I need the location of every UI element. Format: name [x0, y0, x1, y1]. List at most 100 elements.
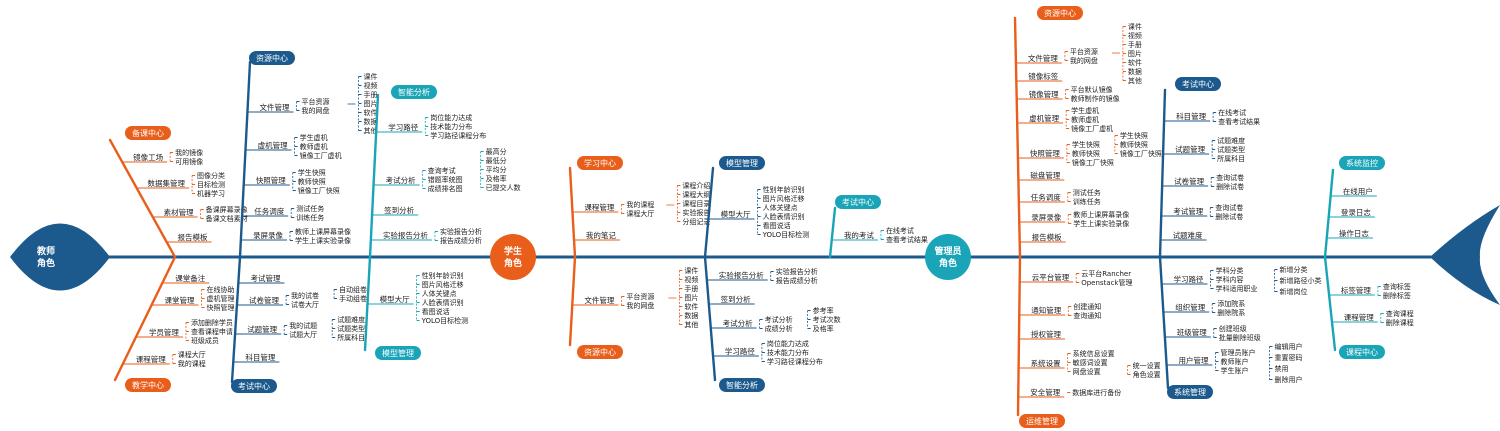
t-course-sub-0: 课程大厅	[178, 350, 206, 359]
teacher-model-center-label: 模型管理	[382, 348, 414, 358]
admin-exam-center-badge[interactable]	[1175, 77, 1221, 91]
rib-student-res	[568, 255, 577, 347]
teacher-role-line2: 角色	[37, 257, 55, 269]
t-class-sub-1: 虚机管理	[207, 294, 235, 303]
t-hall-sub-2: 人体关键点	[422, 289, 457, 298]
t-file-leaf-5: 数据	[364, 117, 378, 126]
teacher-teach-center-badge[interactable]	[125, 378, 171, 392]
t-paper-leaf-0: 自动组卷	[339, 285, 367, 294]
t-prep-mat: 素材管理	[164, 207, 194, 217]
a-path-sub-2: 学科适用职业	[1216, 284, 1258, 293]
t-class-sub-2: 快照管理	[207, 303, 235, 312]
t-teach-class: 课堂管理	[165, 295, 195, 305]
a-q-sub-1: 试题类型	[1217, 145, 1245, 154]
a-path-leaf-1: 新增路径小类	[1280, 276, 1322, 285]
teacher-prep-center-badge[interactable]	[125, 126, 171, 140]
rib-teacher-exam	[230, 255, 242, 384]
a-notice-sub-1: 查询通知	[1073, 311, 1101, 320]
student-model-center-badge[interactable]	[719, 156, 765, 170]
a-file-leaf-1: 视频	[1128, 31, 1142, 40]
rib-admin-mon	[1323, 168, 1335, 259]
s-anaexam-leaf-1: 考试次数	[813, 315, 841, 324]
admin-sys-center-badge[interactable]	[1167, 385, 1213, 399]
t-exam-subj: 科目管理	[245, 352, 275, 362]
t-ana-exam: 考试分析	[386, 175, 416, 185]
admin-mon-center-badge[interactable]	[1339, 156, 1385, 170]
a-vm-sub-0: 学生虚机	[1071, 106, 1099, 115]
t-hall-sub-1: 图片风格迁移	[422, 280, 464, 289]
t-teach-note: 课堂备注	[175, 273, 205, 283]
student-res-center-badge[interactable]	[577, 345, 623, 359]
t-file-sub-1: 我的网盘	[302, 106, 330, 115]
a-sys-sub-2: 网盘设置	[1073, 367, 1101, 376]
s-my-sub-0: 在线考试	[886, 226, 914, 235]
rib-admin-sys	[1158, 255, 1170, 390]
rib-admin-class	[1323, 255, 1337, 352]
a-cloud-sub-0: 云平台Rancher	[1081, 269, 1131, 278]
rib-admin-res	[1013, 16, 1022, 259]
a-class-course: 课程管理	[1344, 312, 1374, 322]
a-exam-paper: 试卷管理	[1174, 176, 1204, 186]
t-snap-sub-1: 教师快照	[298, 177, 326, 186]
rib-teacher-ana	[368, 93, 380, 259]
student-learn-center-badge[interactable]	[577, 156, 623, 170]
t-hall-sub-4: 看图说话	[422, 307, 450, 316]
s-my-sub-1: 查看考试结果	[886, 235, 928, 244]
t-path-sub-1: 技术能力分布	[430, 122, 472, 131]
admin-res-center-badge[interactable]	[1037, 6, 1083, 20]
rib-student-exam	[828, 206, 837, 259]
admin-ops-center-badge[interactable]	[1019, 414, 1065, 428]
a-rec-sub-1: 学生上课实验录像	[1073, 219, 1129, 228]
teacher-res-center-label: 资源中心	[256, 53, 288, 63]
a-cloud-sub-1: Openstack管理	[1081, 278, 1132, 287]
a-sys-org: 组织管理	[1175, 302, 1205, 312]
t-mat-sub-1: 备课文档素材	[206, 214, 248, 223]
s-course-leaf-4: 分组记录	[682, 217, 710, 226]
a-path-sub-0: 学科分类	[1216, 266, 1244, 275]
teacher-exam-center-badge[interactable]	[231, 379, 277, 393]
teacher-res-center-badge[interactable]	[249, 51, 295, 65]
a-file-leaf-0: 课件	[1128, 22, 1142, 31]
t-stu-sub-1: 查看课程申请	[191, 327, 233, 336]
teacher-model-center-badge[interactable]	[375, 346, 421, 360]
s-ana-sign: 签到分析	[721, 294, 751, 304]
s-file-leaf-6: 其他	[684, 320, 698, 329]
a-exam-exm: 考试管理	[1173, 206, 1203, 216]
a-file-leaf-2: 手册	[1128, 40, 1142, 49]
admin-class-center-badge[interactable]	[1339, 345, 1385, 359]
t-file-leaf-2: 手册	[364, 90, 378, 99]
a-file-sub-0: 平台资源	[1070, 47, 1098, 56]
a-ops-cloud: 云平台管理	[1032, 272, 1070, 282]
t-path-sub-2: 学习路径课程分布	[430, 131, 486, 140]
student-ana-center-badge[interactable]	[719, 378, 765, 392]
a-subj-sub-1: 查看考试结果	[1218, 117, 1260, 126]
a-sys-path: 学习路径	[1174, 274, 1204, 284]
a-path-leaf-2: 新增岗位	[1280, 287, 1308, 296]
t-q-sub-0: 我的试题	[289, 321, 317, 330]
admin-role-line2: 角色	[939, 257, 957, 269]
t-q-sub-1: 试题大厅	[289, 330, 317, 339]
a-mon-item-2: 操作日志	[1339, 228, 1369, 238]
a-res-snap: 快照管理	[1030, 148, 1060, 158]
s-file-leaf-1: 视频	[684, 275, 698, 284]
a-user-leaf-1: 重置密码	[1274, 353, 1302, 362]
student-res-center-label: 资源中心	[584, 347, 616, 357]
t-q-leaf-0: 试题难度	[337, 315, 365, 324]
student-exam-center-badge[interactable]	[835, 195, 881, 209]
teacher-ana-center-badge[interactable]	[391, 85, 437, 99]
admin-sys-center-label: 系统管理	[1174, 387, 1206, 397]
s-course-leaf-3: 实验报告	[682, 208, 710, 217]
a-mon-item-0: 在线用户	[1343, 186, 1373, 196]
t-prep-data: 数据集管理	[148, 178, 186, 188]
s-anaexam-leaf-2: 及格率	[813, 324, 834, 333]
a-user-leaf-2: 禁用	[1274, 365, 1288, 373]
admin-exam-center-label: 考试中心	[1182, 79, 1214, 89]
a-res-disk: 磁盘管理	[1030, 170, 1060, 180]
t-path-sub-0: 岗位能力达成	[430, 113, 472, 122]
a-sys-user: 用户管理	[1178, 355, 1208, 365]
t-prep-report: 报告模板	[178, 232, 208, 242]
a-sys-leaf-1: 角色设置	[1133, 370, 1161, 379]
admin-role-node	[925, 234, 971, 280]
teacher-role-line1: 教师	[36, 245, 55, 257]
s-file-leaf-5: 数据	[684, 311, 698, 320]
